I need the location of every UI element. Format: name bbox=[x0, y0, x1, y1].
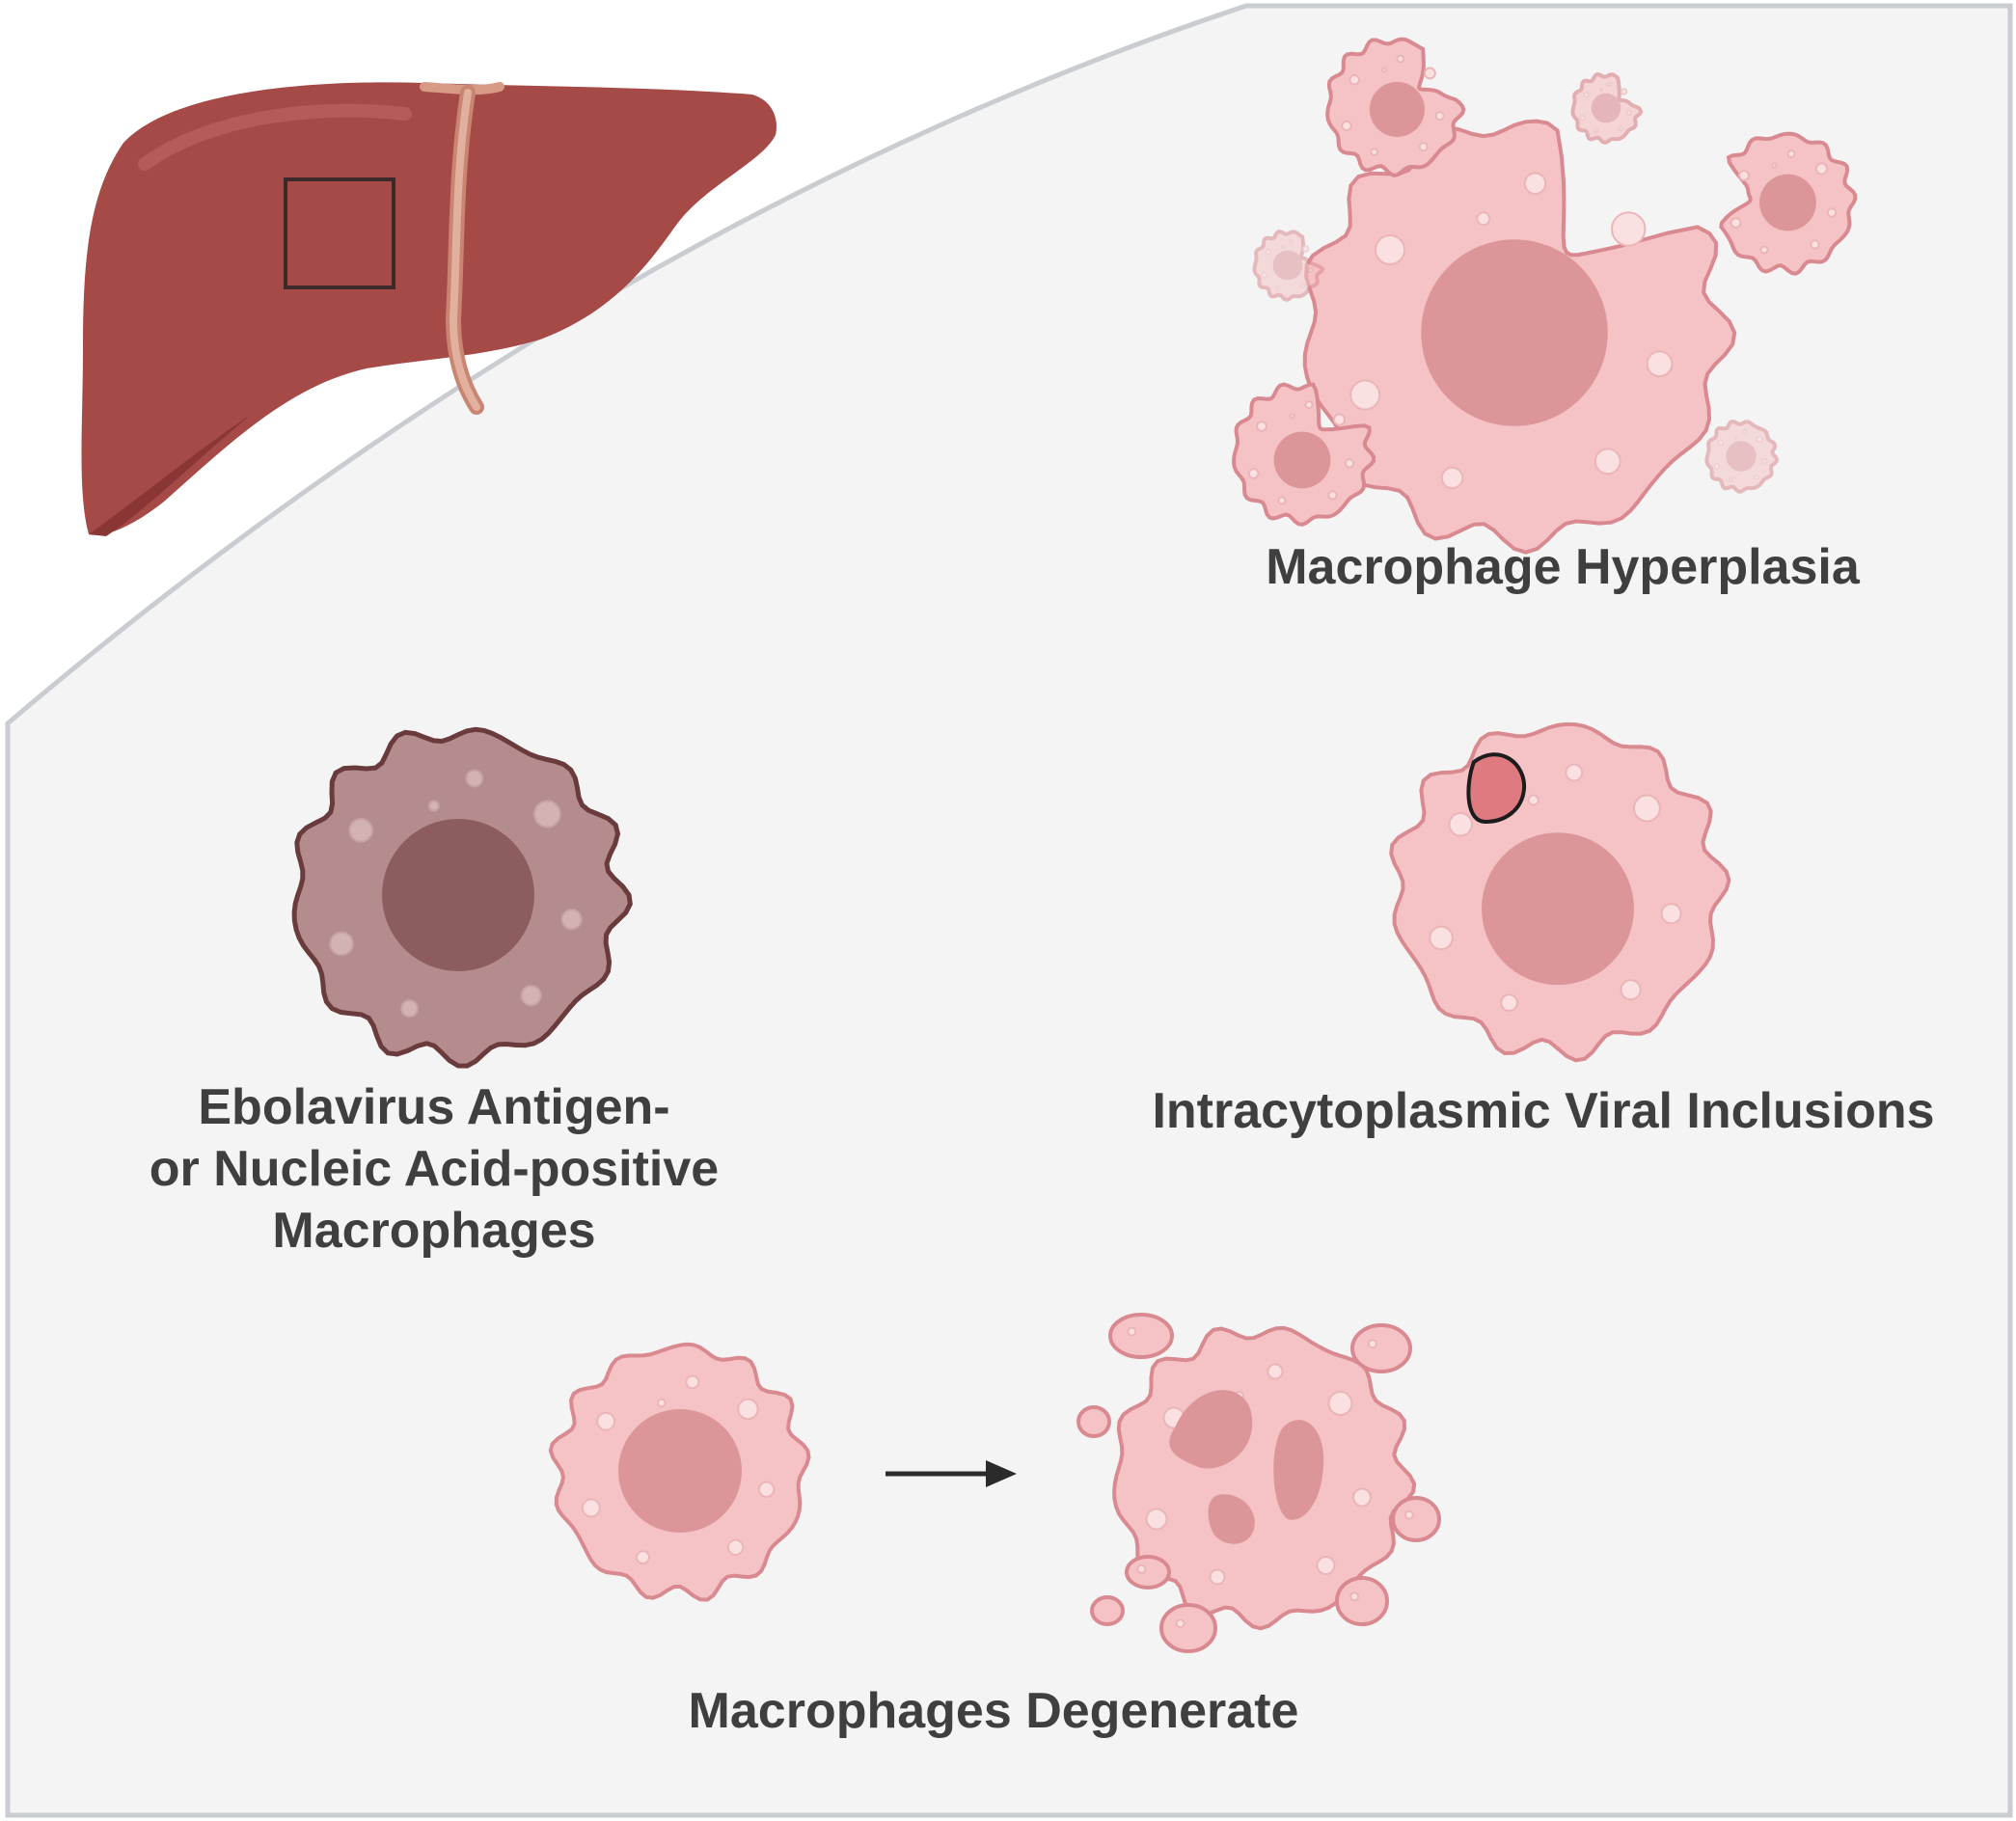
label-ebola-line-3: Macrophages bbox=[272, 1203, 596, 1259]
apoptotic-body bbox=[1125, 1555, 1171, 1590]
apoptotic-body bbox=[1350, 1323, 1412, 1373]
macrophage-faint-cell bbox=[1570, 72, 1644, 145]
liver-icon bbox=[81, 82, 776, 536]
label-ebola-line-1: Ebolavirus Antigen- bbox=[198, 1079, 670, 1135]
progression-arrow bbox=[885, 1460, 1017, 1487]
macrophage-large-cell bbox=[1302, 119, 1737, 555]
label-macrophage-hyperplasia: Macrophage Hyperplasia bbox=[1266, 539, 1860, 595]
apoptotic-body bbox=[1090, 1595, 1125, 1626]
macrophage-small-cell bbox=[1325, 37, 1466, 177]
macrophage-degenerating-cell bbox=[1112, 1325, 1417, 1631]
zoom-region-box bbox=[284, 177, 395, 289]
macrophage-small-cell bbox=[1719, 131, 1858, 276]
macrophage-small-cell bbox=[1232, 382, 1376, 527]
label-ebolavirus-positive-macrophages: Ebolavirus Antigen- or Nucleic Acid-posi… bbox=[96, 1076, 772, 1262]
nuclear-fragment bbox=[1208, 1494, 1255, 1544]
apoptotic-body bbox=[1076, 1405, 1111, 1438]
label-ebola-line-2: or Nucleic Acid-positive bbox=[149, 1141, 720, 1197]
viral-inclusion bbox=[1466, 752, 1527, 825]
nuclear-fragment bbox=[1169, 1390, 1253, 1469]
label-viral-inclusions: Intracytoplasmic Viral Inclusions bbox=[1152, 1083, 1935, 1139]
macrophage-faint-cell bbox=[1252, 230, 1325, 302]
apoptotic-body bbox=[1335, 1576, 1389, 1626]
macrophage-normal-cell bbox=[548, 1342, 811, 1602]
label-macrophages-degenerate: Macrophages Degenerate bbox=[688, 1683, 1299, 1739]
apoptotic-body bbox=[1391, 1496, 1441, 1542]
ebolavirus-positive-macrophage bbox=[291, 726, 633, 1069]
apoptotic-body bbox=[1159, 1603, 1217, 1653]
apoptotic-body bbox=[1108, 1313, 1174, 1359]
nuclear-fragment bbox=[1273, 1420, 1324, 1520]
macrophage-faint-cell bbox=[1704, 420, 1780, 494]
